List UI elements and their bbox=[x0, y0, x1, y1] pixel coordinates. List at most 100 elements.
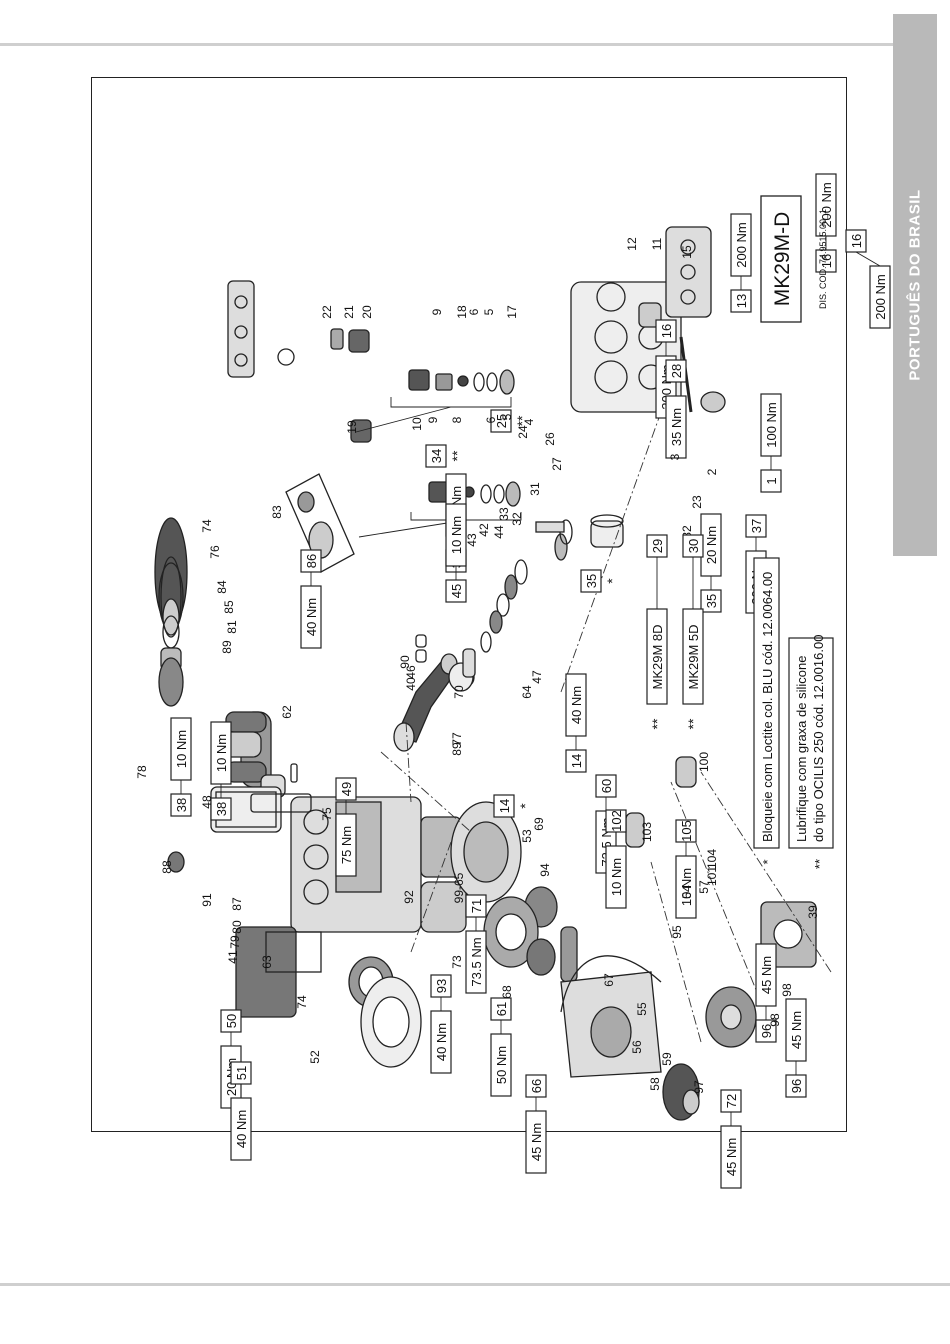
guide-lines bbox=[380, 411, 832, 1043]
part-label: 41 bbox=[226, 950, 240, 964]
note-box-2 bbox=[788, 637, 834, 849]
part-number: 37 bbox=[749, 519, 764, 533]
part-label: 22 bbox=[320, 305, 334, 319]
part-number: 25 bbox=[494, 414, 509, 428]
torque-box bbox=[210, 721, 232, 785]
part-number: 93 bbox=[434, 979, 449, 993]
torque-value: 10 Nm bbox=[174, 730, 189, 768]
torque-box bbox=[490, 1033, 512, 1097]
torque-box bbox=[300, 585, 322, 649]
part-number-box bbox=[580, 569, 602, 593]
part-label: 9 bbox=[426, 416, 440, 423]
part-label: 91 bbox=[200, 893, 214, 907]
part-number: 1 bbox=[764, 477, 779, 484]
torque-box bbox=[565, 673, 587, 737]
part-label: 44 bbox=[492, 525, 506, 539]
note-box-1 bbox=[753, 557, 780, 849]
part-label: 4 bbox=[522, 418, 536, 425]
model-label: MK29M-D bbox=[771, 212, 794, 307]
part-label: 17 bbox=[505, 305, 519, 319]
part-label: 5 bbox=[482, 308, 496, 315]
torque-value: 40 Nm bbox=[304, 598, 319, 636]
part-label: 31 bbox=[528, 482, 542, 496]
part-label: 74 bbox=[200, 519, 214, 533]
part-label: 103 bbox=[640, 822, 654, 842]
part-label: 18 bbox=[455, 305, 469, 319]
part-label: 55 bbox=[635, 1002, 649, 1016]
marker-callout: 34** bbox=[425, 444, 465, 468]
part-label: 67 bbox=[602, 973, 616, 987]
part-number: 30 bbox=[686, 539, 701, 553]
notes: * Bloqueie com Loctite col. BLU cód. 12.… bbox=[753, 557, 834, 869]
part-label: 11 bbox=[650, 237, 664, 250]
note-symbol-2: ** bbox=[812, 859, 827, 869]
part-label: 53 bbox=[520, 829, 534, 843]
part-label: 39 bbox=[806, 905, 820, 919]
wrist-pin-2 bbox=[415, 634, 427, 648]
part-number: 38 bbox=[214, 802, 229, 816]
part-label: 100 bbox=[697, 752, 711, 772]
part-label: 97 bbox=[692, 1080, 706, 1094]
part-label: 48 bbox=[200, 795, 214, 809]
torque-value: 45 Nm bbox=[789, 1011, 804, 1049]
part-number: 71 bbox=[469, 899, 484, 913]
torque-value: 10 Nm bbox=[214, 734, 229, 772]
marker-symbol: ** bbox=[514, 415, 530, 426]
part-number: 29 bbox=[650, 539, 665, 553]
part-number: 60 bbox=[599, 779, 614, 793]
part-number: 45 bbox=[449, 584, 464, 598]
torque-value: 20 Nm bbox=[704, 526, 719, 564]
part-label: 74 bbox=[295, 995, 309, 1009]
part-label: 2 bbox=[705, 468, 719, 475]
part-label: 12 bbox=[625, 237, 639, 251]
part-label: 104 bbox=[705, 849, 719, 869]
part-label: 3 bbox=[668, 453, 682, 460]
torque-box bbox=[815, 173, 837, 237]
model-box: MK29M-D DIS. COD. 74.9515.00_1 bbox=[760, 195, 828, 323]
torque-value: 73.5 Nm bbox=[469, 937, 484, 986]
part-label: 59 bbox=[660, 1052, 674, 1066]
part-number: 16 bbox=[819, 254, 834, 268]
variant-label: MK29M 5D bbox=[686, 624, 701, 689]
torque-value: 50 Nm bbox=[494, 1046, 509, 1084]
part-label: 75 bbox=[320, 807, 334, 821]
gasket bbox=[250, 793, 312, 813]
part-number: 28 bbox=[669, 364, 684, 378]
part-label: 84 bbox=[215, 580, 229, 594]
torque-box bbox=[605, 845, 627, 909]
part-label: 64 bbox=[520, 685, 534, 699]
torque-box bbox=[525, 1110, 547, 1174]
part-label: 23 bbox=[690, 495, 704, 509]
torque-box bbox=[675, 855, 697, 919]
marker-symbol: * bbox=[517, 803, 533, 809]
reducer-gasket bbox=[560, 955, 662, 1013]
variant-label: MK29M 8D bbox=[650, 624, 665, 689]
part-number: 96 bbox=[759, 1024, 774, 1038]
torque-callout: 38 10 Nm bbox=[210, 721, 232, 821]
part-label: 42 bbox=[477, 523, 491, 537]
torque-box bbox=[335, 813, 357, 877]
part-number: 13 bbox=[734, 294, 749, 308]
part-label: 73 bbox=[450, 955, 464, 969]
crankshaft-bearing-set bbox=[154, 517, 188, 707]
part-number: 35 bbox=[704, 594, 719, 608]
plunger-guide bbox=[448, 648, 476, 692]
part-label: 68 bbox=[500, 985, 514, 999]
torque-box bbox=[720, 1125, 742, 1189]
drive-gear bbox=[705, 986, 757, 1048]
part-number: 102 bbox=[609, 810, 624, 832]
part-label: 6 bbox=[467, 308, 481, 315]
part-label: 20 bbox=[360, 305, 374, 319]
component-sketches bbox=[154, 226, 817, 1121]
